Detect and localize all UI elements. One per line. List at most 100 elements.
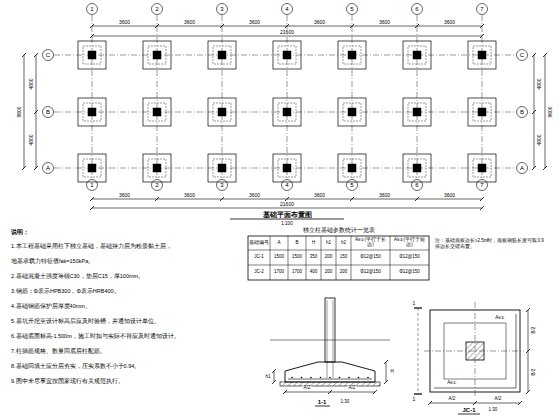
footing-outline: [338, 98, 366, 126]
dimension: 3600: [443, 193, 456, 198]
table-cell: Φ12@150: [352, 266, 389, 279]
table-cell: H: [307, 237, 320, 249]
axis-line: [222, 15, 223, 179]
note-line: 6.基础底面标高-1.500m，施工时如与实际不符应及时通知设计。: [10, 334, 181, 340]
dimension-tick: [285, 24, 289, 28]
section-title: 1-1: [317, 399, 328, 405]
rebar-dot: [291, 377, 293, 379]
axis-number: 6: [414, 6, 419, 12]
dimension-tick: [543, 166, 547, 170]
table-cell: h2: [337, 237, 350, 249]
footing-outline: [143, 98, 171, 126]
column-section: [88, 164, 96, 172]
note-line: 5.基坑开挖至设计标高后应及时验槽，并通知设计单位。: [10, 319, 161, 325]
column-elevation: [325, 298, 335, 362]
column-section: [218, 164, 226, 172]
axis-number: 1: [89, 182, 94, 188]
column-section: [88, 51, 96, 59]
footing-outline: [403, 98, 431, 126]
axis-bubble: [43, 107, 54, 118]
note-line: 1.本工程基础采用柱下独立基础，基础持力层为粉质黏土层，: [10, 244, 173, 250]
dimension-tick: [384, 380, 388, 384]
dimension-tick: [480, 34, 484, 38]
dimension-line: [274, 371, 275, 382]
axis-line: [417, 15, 418, 179]
dimension-tick: [22, 166, 26, 170]
footing-section: [285, 362, 375, 382]
note-line: 8.基础回填土应分层夯实，压实系数不小于0.94。: [10, 364, 141, 370]
footing-outline: [468, 98, 496, 126]
table-cell: 1500: [289, 251, 305, 264]
column-section: [478, 51, 486, 59]
table-cell: A: [271, 237, 287, 249]
axis-bubble: [87, 180, 98, 191]
rebar-dot: [339, 377, 341, 379]
axis-bubble: [152, 180, 163, 191]
axis-number: 3: [219, 6, 224, 12]
table-cell: 400: [307, 266, 320, 279]
column-section: [283, 108, 291, 116]
dimension: 21600: [279, 30, 295, 35]
dimension-tick: [155, 197, 159, 201]
axis-bubble: [87, 4, 98, 15]
dimension: A/2: [348, 386, 357, 391]
dimension-tick: [272, 369, 276, 373]
footing-step: [148, 159, 166, 177]
table-cell: Φ12@150: [391, 251, 428, 264]
axis-number: 2: [154, 6, 159, 12]
axis-bubble: [477, 180, 488, 191]
column-section: [283, 164, 291, 172]
dimension: 9600: [548, 105, 553, 118]
axis-bubble: [412, 4, 423, 15]
axis-bubble: [347, 4, 358, 15]
section-number: 1: [412, 397, 417, 402]
axis-letter: B: [519, 109, 525, 115]
dimension-tick: [34, 53, 38, 57]
rebar-line: [516, 314, 517, 388]
drawing-title: 基础平面布置图: [262, 211, 313, 218]
note-line: 7.柱插筋规格、数量同底层柱配筋。: [10, 349, 107, 355]
footing-outline: [273, 98, 301, 126]
table-cell: Φ12@150: [352, 251, 389, 264]
axis-bubble: [347, 180, 358, 191]
dimension-tick: [518, 401, 522, 405]
scale: 1:100: [280, 222, 293, 227]
table-cell: 350: [307, 251, 320, 264]
table-cell: 200: [337, 266, 350, 279]
axis-bubble: [412, 180, 423, 191]
column-section: [478, 164, 486, 172]
axis-number: 2: [154, 182, 159, 188]
table-cell: 200: [322, 266, 335, 279]
dimension: 3600: [248, 20, 261, 25]
axis-number: 4: [284, 6, 289, 12]
dimension: A/2: [448, 397, 457, 402]
dimension-tick: [415, 197, 419, 201]
footing-outline: [273, 41, 301, 69]
cushion-layer: [280, 382, 380, 386]
dimension: 3600: [313, 20, 326, 25]
dimension: 3600: [183, 193, 196, 198]
axis-letter: B: [45, 109, 51, 115]
dimension-line: [92, 36, 482, 37]
footing-step: [473, 103, 491, 121]
dimension-tick: [90, 24, 94, 28]
axis-number: 3: [219, 182, 224, 188]
rebar-dot: [367, 377, 369, 379]
axis-letter: A: [519, 165, 525, 171]
footing-outline: [78, 41, 106, 69]
dimension-tick: [220, 24, 224, 28]
axis-line: [287, 15, 288, 179]
footing-outline: [208, 154, 236, 182]
table-border: [248, 236, 429, 280]
note-line: 9.图中未尽事宜按国家现行有关规范执行。: [10, 379, 125, 385]
footing-step: [83, 46, 101, 64]
axis-number: 5: [349, 6, 354, 12]
axis-bubble: [517, 107, 528, 118]
ground-line: [270, 340, 390, 341]
axis-bubble: [477, 4, 488, 15]
notes-heading: 说明：: [10, 229, 30, 235]
scale: 1:30: [340, 400, 351, 405]
dimension-tick: [526, 390, 530, 394]
section-mark: [414, 393, 422, 394]
